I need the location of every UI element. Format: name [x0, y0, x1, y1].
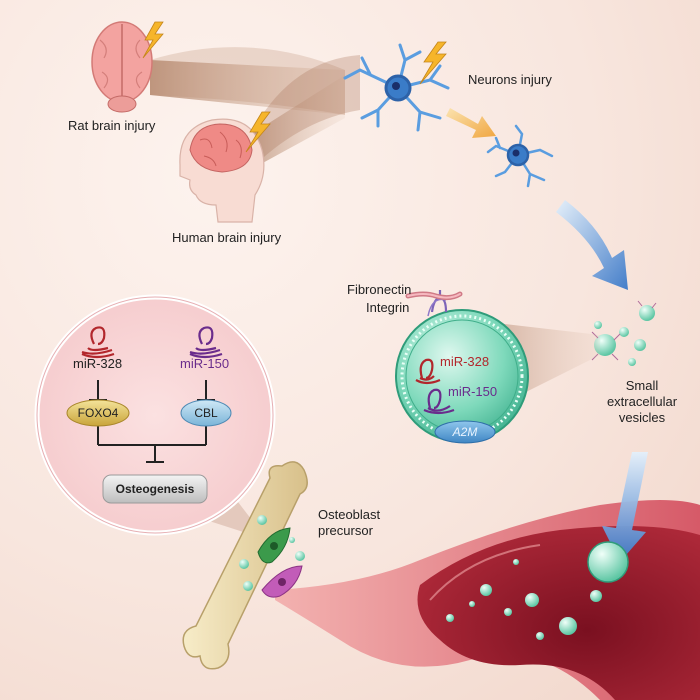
integrin-label: Integrin	[366, 300, 410, 315]
cbl-label: CBL	[194, 406, 218, 420]
rat-brain-icon	[91, 21, 153, 113]
sev-label-line3: vesicles	[618, 410, 666, 425]
pathway-circle	[34, 294, 276, 536]
osteoblast-cells	[239, 515, 305, 598]
small-vesicles	[591, 300, 657, 366]
pathway-mir328-label: miR-328	[73, 356, 123, 371]
progression-arrow	[446, 108, 496, 138]
osteoblast-label-line2: precursor	[318, 523, 373, 538]
neuron-icon	[343, 43, 450, 132]
sev-label-line2: extracellular	[606, 394, 678, 409]
lightning-icon	[142, 21, 164, 59]
large-vesicle	[395, 290, 529, 444]
osteogenesis-label: Osteogenesis	[115, 482, 195, 496]
injured-neuron-icon	[486, 124, 554, 188]
injury-beams	[150, 47, 360, 170]
a2m-label: A2M	[452, 425, 478, 439]
release-arrow	[556, 200, 628, 290]
human-head-icon	[179, 118, 265, 223]
rat-brain-label: Rat brain injury	[68, 118, 156, 133]
osteoblast-label: Osteoblast precursor	[318, 507, 380, 539]
circulation-arrow	[602, 452, 648, 562]
sev-label: Small extracellular vesicles	[596, 378, 688, 426]
fibronectin-label: Fibronectin	[347, 282, 412, 297]
sev-label-line1: Small	[625, 378, 659, 393]
vesicle-in-vessel	[587, 541, 629, 583]
neurons-injury-label: Neurons injury	[468, 72, 552, 87]
lightning-icon	[245, 111, 271, 153]
foxo4-label: FOXO4	[77, 406, 119, 420]
osteoblast-label-line1: Osteoblast	[318, 507, 381, 522]
pathway-mir150-label: miR-150	[180, 356, 230, 371]
vesicle-mir150-label: miR-150	[448, 384, 498, 399]
human-brain-label: Human brain injury	[172, 230, 282, 245]
vesicle-mir328-label: miR-328	[440, 354, 490, 369]
lightning-icon	[419, 41, 447, 85]
